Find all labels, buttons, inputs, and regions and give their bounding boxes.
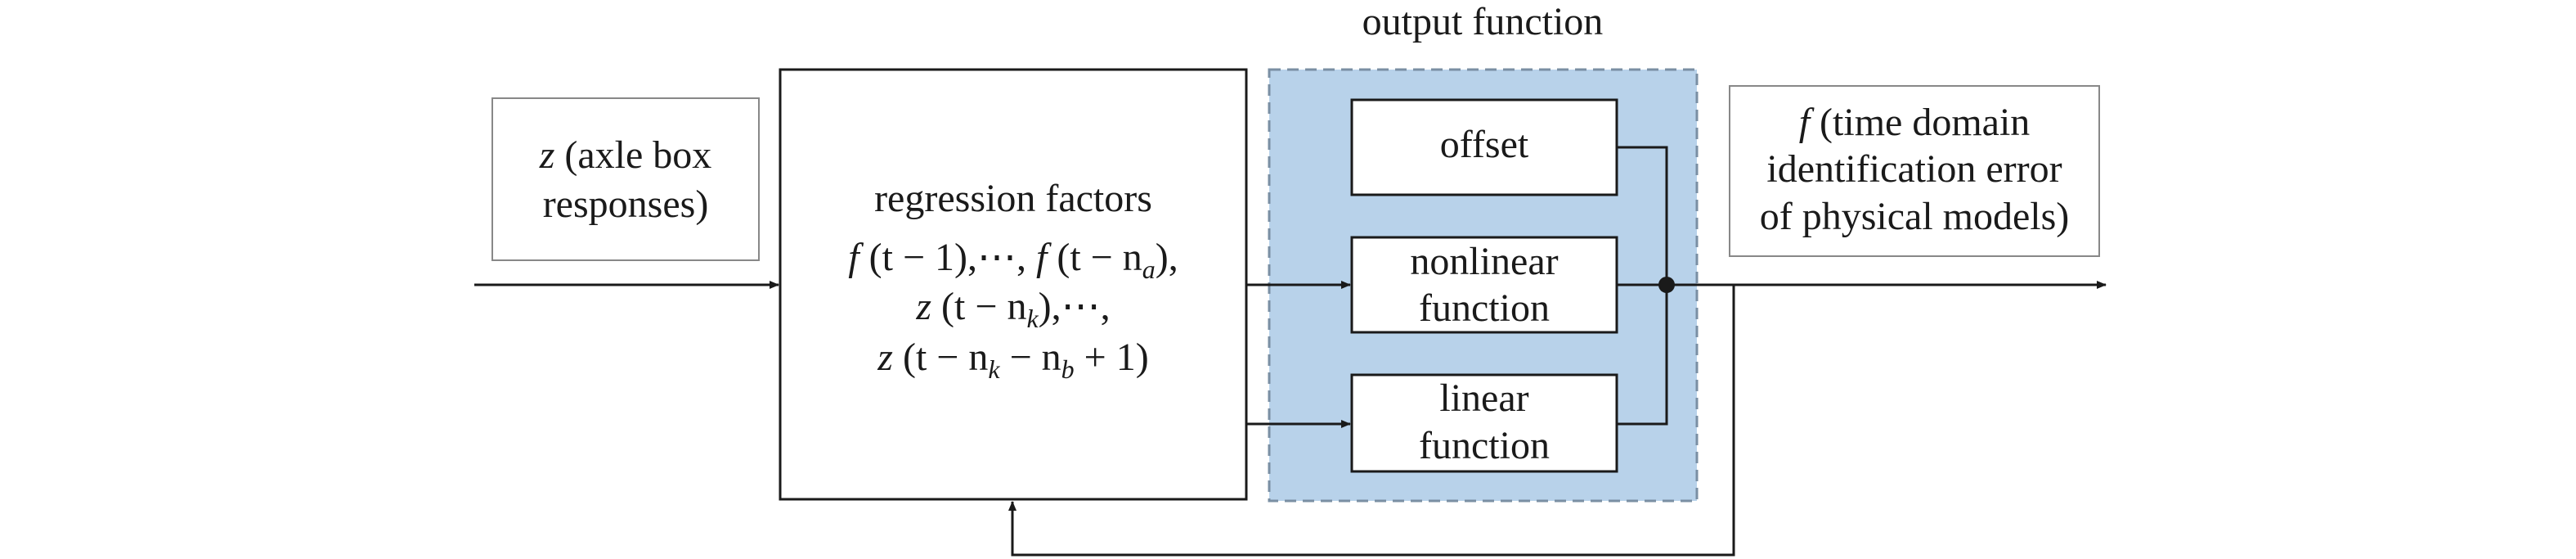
offset-label: offset [1440, 123, 1529, 166]
input-label-box [491, 97, 760, 261]
output-label-line1: f (time domain [1799, 101, 2031, 144]
input-label-line2: responses) [543, 183, 709, 226]
regression-row2: z (t − nk),⋯, [915, 285, 1110, 333]
output-label-line2: identification error [1766, 147, 2062, 191]
nonlinear-function-box [1350, 236, 1618, 334]
offset-connector [1617, 146, 1668, 285]
regression-factors-block [779, 68, 1248, 501]
output-label-line3: of physical models) [1760, 195, 2070, 238]
regression-row3: z (t − nk − nb + 1) [877, 336, 1148, 384]
linear-function-box [1350, 373, 1618, 473]
linear-label-line2: function [1419, 424, 1550, 467]
nonlinear-label-line1: nonlinear [1410, 240, 1558, 283]
regression-title: regression factors [874, 177, 1152, 220]
regression-row1: f (t − 1),⋯, f (t − na), [848, 236, 1178, 284]
output-function-title: output function [1362, 0, 1604, 43]
output-label-box [1729, 85, 2100, 257]
linear-label-line1: linear [1439, 376, 1528, 420]
input-label-line1: z (axle box [539, 133, 712, 177]
linear-connector [1617, 285, 1668, 426]
nonlinear-label-line2: function [1419, 286, 1550, 330]
feedback-path [1008, 285, 1735, 557]
